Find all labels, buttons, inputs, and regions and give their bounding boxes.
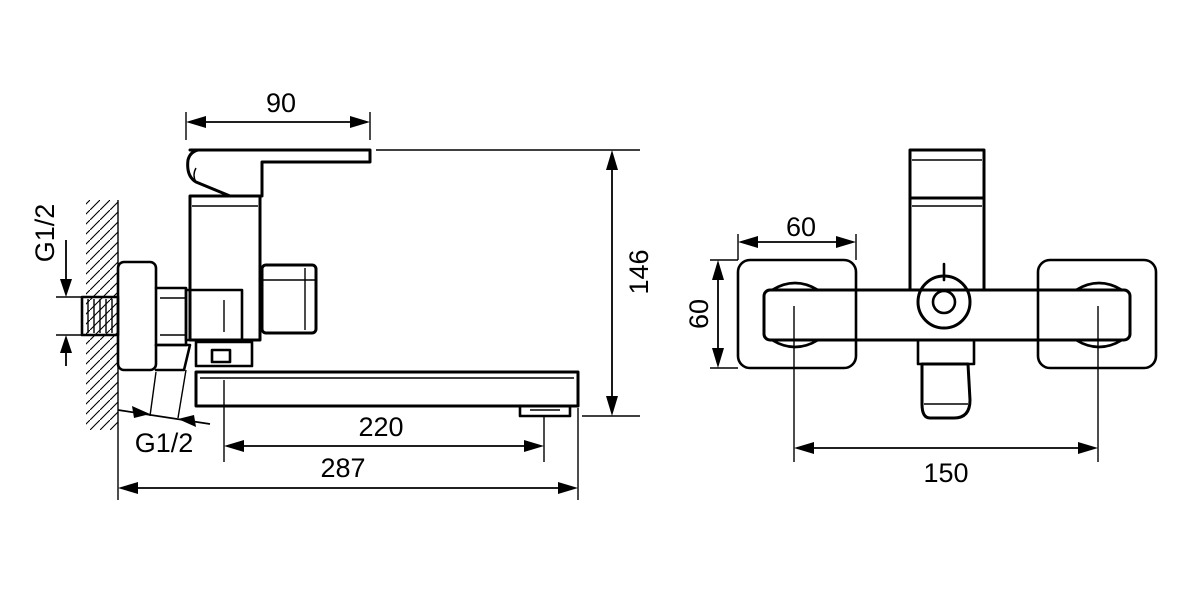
dim-handle-width: 90 bbox=[185, 88, 371, 140]
dim-total-height: 146 bbox=[376, 149, 654, 417]
inlet-connectors bbox=[770, 281, 1124, 349]
lever-handle bbox=[186, 148, 372, 198]
spout bbox=[194, 370, 580, 418]
dim-inlet-thread-left: G1/2 bbox=[30, 204, 82, 366]
dim-label-220: 220 bbox=[358, 412, 403, 442]
spout-front bbox=[916, 338, 976, 420]
dim-spout-reach: 220 bbox=[223, 380, 545, 462]
dim-label-146: 146 bbox=[624, 249, 654, 294]
central-column bbox=[908, 148, 986, 292]
diverter-knob-front bbox=[916, 262, 972, 330]
dim-flange-width: 60 bbox=[737, 212, 857, 260]
front-view: 60 60 150 bbox=[684, 148, 1158, 488]
dim-label-150: 150 bbox=[923, 458, 968, 488]
dim-inlet-thread-bottom: G1/2 bbox=[117, 369, 211, 458]
inlet-thread-nipple bbox=[80, 295, 120, 337]
diverter-knob bbox=[260, 263, 318, 335]
dim-label-g12-left: G1/2 bbox=[30, 204, 60, 263]
shower-outlet bbox=[194, 340, 254, 368]
wall-flange bbox=[116, 260, 192, 372]
left-wall-flange bbox=[736, 258, 858, 370]
horizontal-mixer-body bbox=[762, 288, 1132, 342]
dim-label-60-height: 60 bbox=[684, 299, 714, 329]
dim-label-60-width: 60 bbox=[786, 212, 816, 242]
dim-label-90: 90 bbox=[266, 88, 296, 118]
dim-flange-height: 60 bbox=[684, 259, 738, 369]
side-view: 90 146 G1/2 G1/2 bbox=[30, 88, 654, 500]
dim-center-spacing: 150 bbox=[794, 442, 1098, 488]
wall-hatching bbox=[86, 200, 119, 430]
right-wall-flange bbox=[1036, 258, 1158, 370]
dim-label-g12-bottom: G1/2 bbox=[135, 428, 194, 458]
dim-total-length: 287 bbox=[117, 408, 579, 500]
dim-label-287: 287 bbox=[320, 453, 365, 483]
mixer-body bbox=[184, 194, 262, 342]
